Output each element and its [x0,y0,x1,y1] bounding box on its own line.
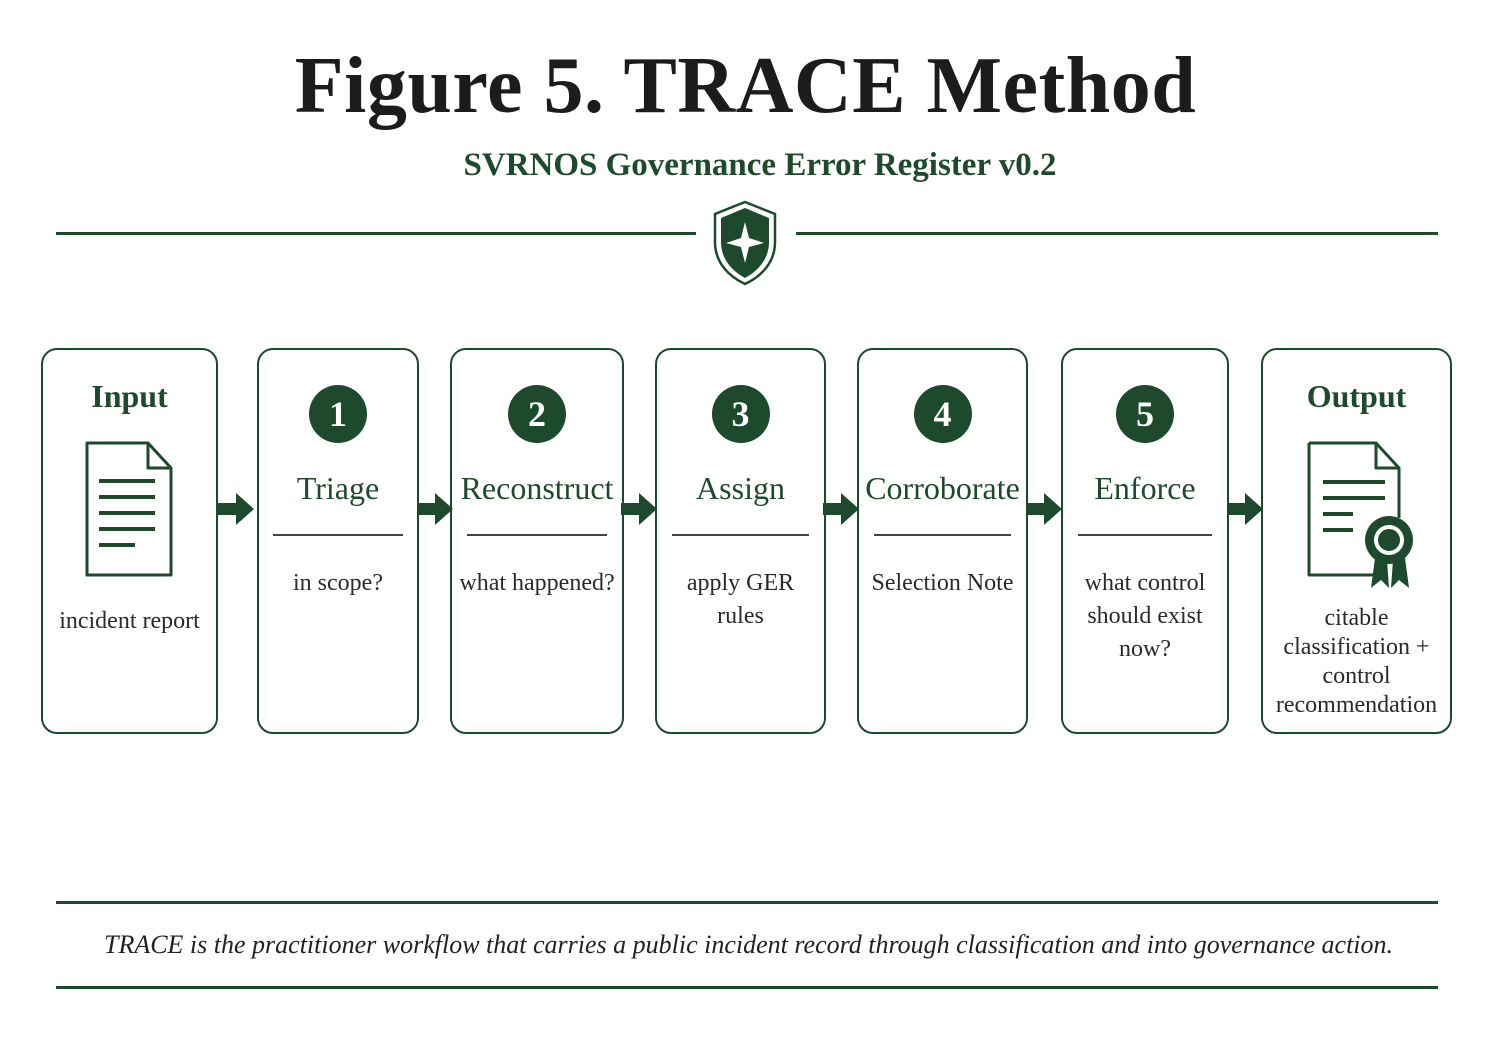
input-title: Input [91,378,168,414]
flow-arrow-icon [823,493,859,525]
step-divider [1078,534,1212,536]
output-title: Output [1306,378,1407,414]
step-divider [273,534,403,536]
step-description: in scope? [293,570,383,596]
step-box-corroborate: 4 Corroborate Selection Note [857,348,1028,734]
flow-arrow-icon [1026,493,1062,525]
flow-arrow-icon [1227,493,1263,525]
step-description: apply GER rules [686,570,795,629]
figure-title: Figure 5. TRACE Method [294,42,1197,130]
step-title: Corroborate [865,470,1020,506]
step-number-badge: 1 [309,385,367,443]
step-divider [874,534,1011,536]
step-number-badge: 3 [711,385,770,443]
step-description: what control should exist now? [1084,570,1206,662]
step-divider [467,534,607,536]
input-box: Input incident report [41,348,218,734]
certificate-document-icon [1307,441,1413,588]
step-number-badge: 2 [508,385,566,443]
flow-arrow-icon [218,493,254,525]
step-title: Enforce [1094,470,1196,506]
figure-subtitle: SVRNOS Governance Error Register v0.2 [463,147,1057,183]
step-box-reconstruct: 2 Reconstruct what happened? [450,348,624,734]
footer-caption: TRACE is the practitioner workflow that … [103,930,1394,959]
step-box-enforce: 5 Enforce what control should exist now? [1061,348,1229,734]
step-title: Assign [696,470,785,506]
step-description: Selection Note [871,570,1014,596]
document-icon [85,441,173,577]
header-rule-left [56,232,696,235]
step-box-assign: 3 Assign apply GER rules [655,348,826,734]
flow-arrow-icon [417,493,453,525]
output-box: Output citable classification + control … [1261,348,1452,734]
header-rule-right [796,232,1438,235]
flow-arrow-icon [621,493,657,525]
input-description: incident report [59,608,200,634]
step-title: Triage [296,470,380,506]
footer-rule-bottom [56,986,1438,989]
step-number-badge: 4 [913,385,972,443]
step-title: Reconstruct [460,470,614,506]
shield-star-icon [713,200,777,286]
footer-rule-top [56,901,1438,904]
output-description: citable classification + control recomme… [1275,605,1438,718]
step-description: what happened? [459,570,615,596]
step-divider [672,534,809,536]
step-box-triage: 1 Triage in scope? [257,348,419,734]
step-number-badge: 5 [1116,385,1174,443]
